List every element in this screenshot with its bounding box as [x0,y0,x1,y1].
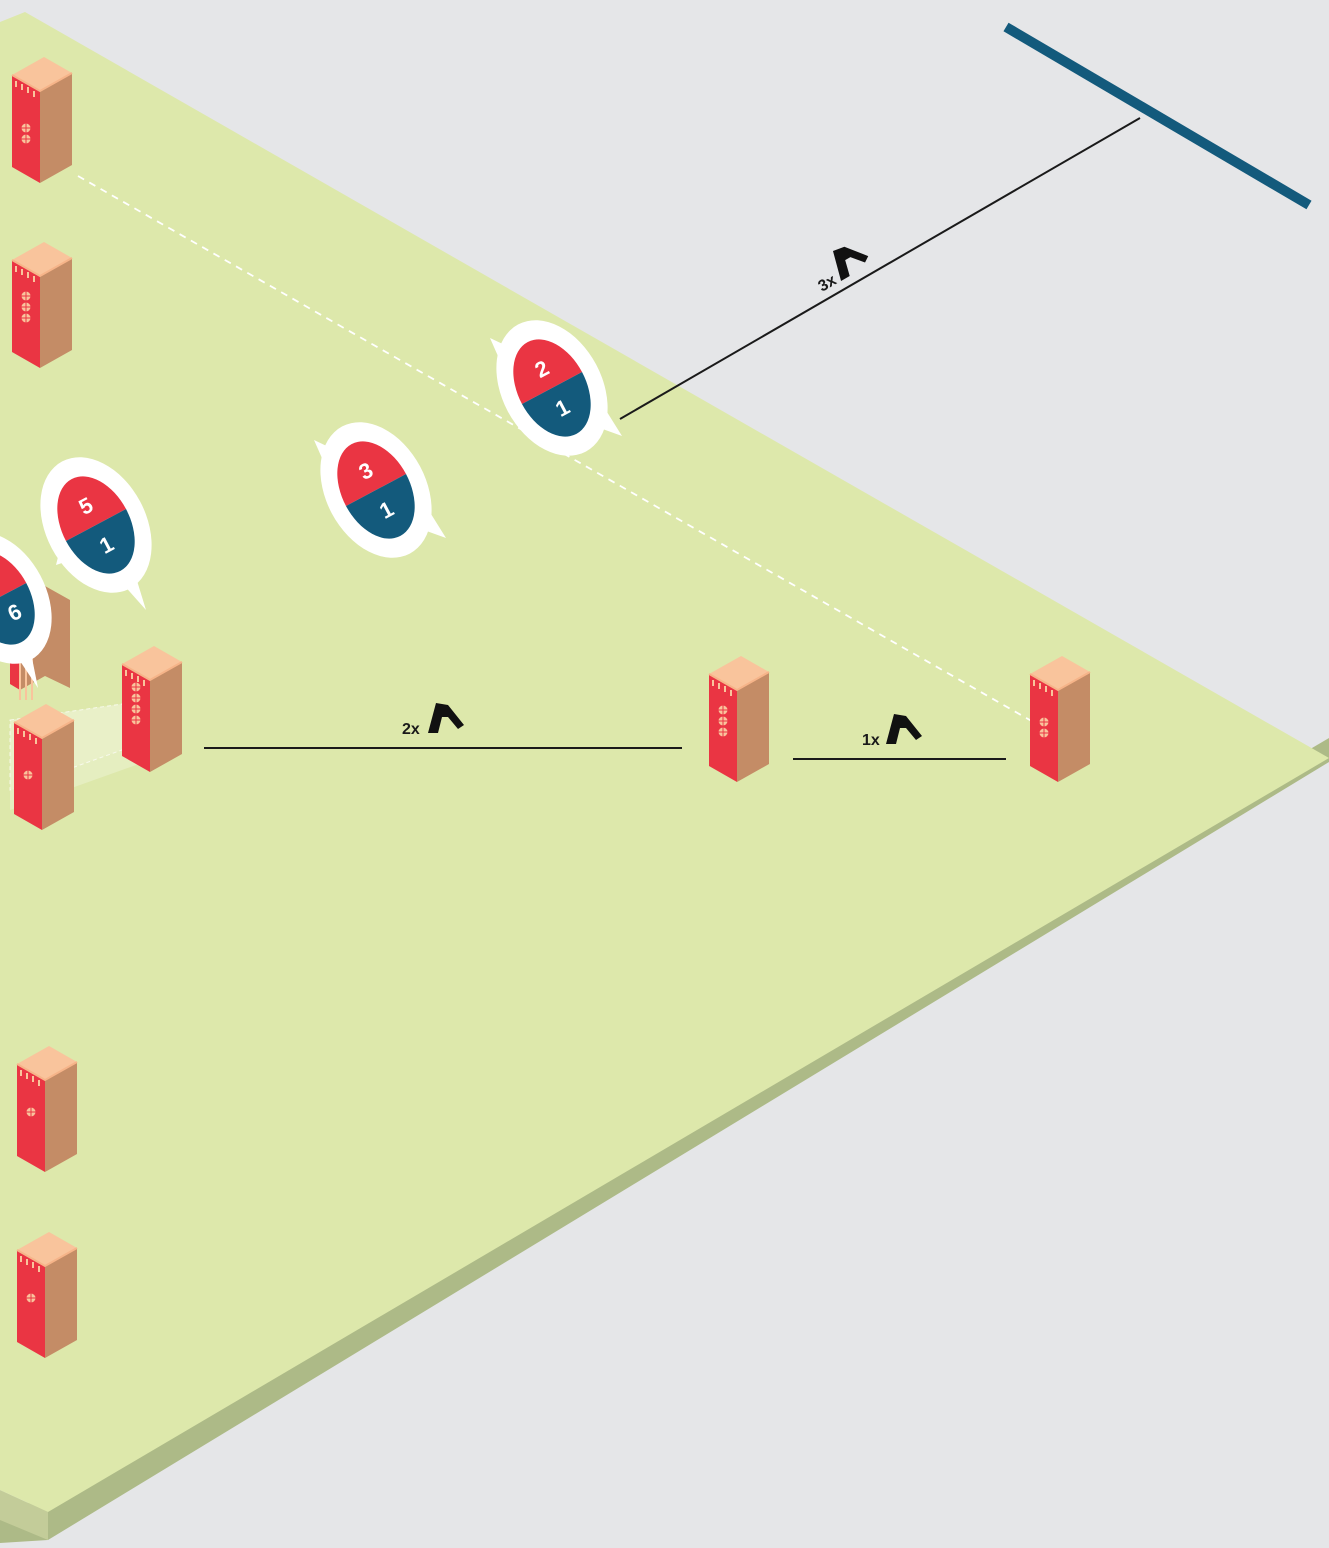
tower [11,56,73,184]
distance-label-1x: 1x [862,714,922,749]
distance-label-3x: 3x [816,237,873,296]
tower [16,1045,78,1173]
target-bar [1003,22,1312,210]
distance-line-3x [619,117,1141,420]
distance-label-text: 1x [862,732,880,749]
tower [13,703,75,831]
tower [16,1231,78,1359]
board-side-left [0,1490,48,1540]
tower [708,655,770,783]
score-marker-partial: 6 [0,532,52,688]
distance-label-text: 3x [816,272,840,296]
step-icon [826,237,873,281]
playing-board [0,12,1329,1543]
board-top [0,12,1329,1512]
distance-label-2x: 2x [402,703,464,738]
tower [1029,655,1091,783]
score-marker: 5 1 [40,457,152,610]
score-marker: 2 1 [490,320,622,456]
tower [11,241,73,369]
distance-label-text: 2x [402,721,420,738]
score-marker: 3 1 [314,422,446,558]
tower [121,645,183,773]
